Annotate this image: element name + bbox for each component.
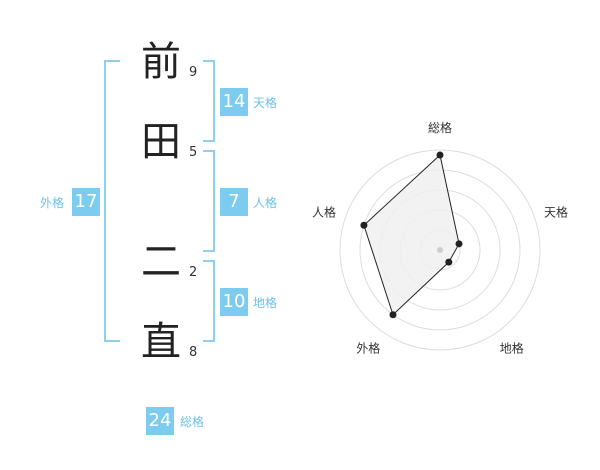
name-char-1: 前 bbox=[141, 39, 181, 85]
radar-point-3 bbox=[445, 258, 453, 266]
radar-center-dot bbox=[437, 247, 443, 253]
radar-point-1 bbox=[436, 151, 444, 159]
stroke-count-1: 9 bbox=[189, 65, 198, 80]
jinkaku-value: 7 bbox=[220, 188, 248, 216]
radar-point-4 bbox=[389, 311, 397, 319]
tenkaku-label: 天格 bbox=[253, 96, 278, 110]
radar-point-5 bbox=[360, 221, 368, 229]
tenkaku-value: 14 bbox=[220, 88, 248, 116]
stroke-count-3: 2 bbox=[189, 265, 198, 280]
jinkaku-label: 人格 bbox=[253, 196, 278, 210]
soukaku-label: 総格 bbox=[180, 415, 205, 429]
radar-point-2 bbox=[455, 240, 463, 248]
radar-axis-label-1: 総格 bbox=[428, 120, 452, 135]
chikaku-bracket bbox=[203, 260, 215, 342]
name-char-3: 二 bbox=[141, 239, 181, 285]
tenkaku-bracket bbox=[203, 60, 215, 142]
name-char-4: 直 bbox=[141, 319, 181, 365]
chikaku-value: 10 bbox=[220, 288, 248, 316]
gaikaku-value: 17 bbox=[72, 188, 100, 216]
chikaku-label: 地格 bbox=[253, 296, 278, 310]
stroke-count-2: 5 bbox=[189, 145, 198, 160]
gaikaku-bracket bbox=[104, 60, 120, 342]
soukaku-value: 24 bbox=[146, 407, 174, 435]
radar-axis-label-2: 天格 bbox=[544, 204, 568, 219]
radar-axis-label-4: 外格 bbox=[356, 341, 380, 356]
radar-axis-label-5: 人格 bbox=[312, 204, 336, 219]
radar-polygon bbox=[363, 154, 460, 316]
radar-ring bbox=[339, 149, 541, 351]
gaikaku-label: 外格 bbox=[40, 196, 65, 210]
jinkaku-bracket bbox=[203, 150, 215, 252]
name-char-2: 田 bbox=[141, 119, 181, 165]
stroke-count-4: 8 bbox=[189, 345, 198, 360]
radar-axis-label-3: 地格 bbox=[500, 341, 524, 356]
